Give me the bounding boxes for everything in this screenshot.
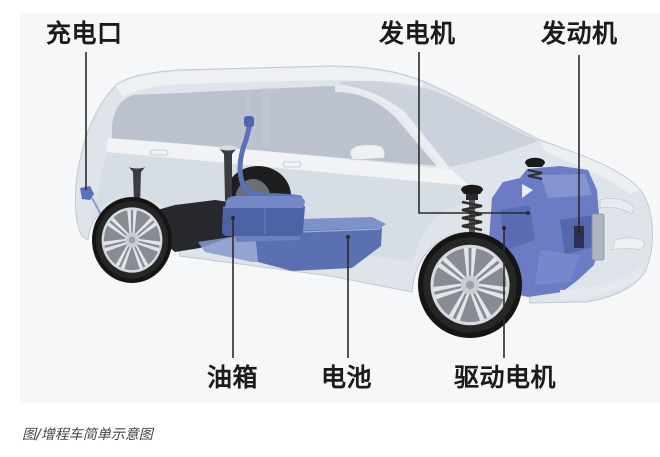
figure-caption: 图/增程车简单示意图 xyxy=(22,427,153,443)
front-bumper xyxy=(560,198,646,300)
hood-highlight xyxy=(540,141,640,194)
front-strut xyxy=(461,157,545,240)
label-charging-port: 充电口 xyxy=(46,19,123,48)
a-pillar xyxy=(335,86,450,170)
b-pillar xyxy=(262,88,270,148)
rear-door-handle xyxy=(149,149,169,156)
side-mirror xyxy=(349,144,386,161)
rear-wheel xyxy=(92,197,172,283)
leader-line-generator xyxy=(418,52,528,214)
front-door-handle xyxy=(282,161,302,168)
roof-spoiler-highlight xyxy=(116,67,424,97)
leader-dots xyxy=(231,211,581,239)
label-generator: 发电机 xyxy=(379,19,456,48)
label-drive-motor: 驱动电机 xyxy=(454,363,557,392)
leader-lines xyxy=(85,52,580,358)
label-engine: 发动机 xyxy=(541,19,618,48)
label-fuel-tank: 油箱 xyxy=(207,363,259,392)
front-wheel xyxy=(418,232,522,338)
fuel-tank-component xyxy=(222,196,305,236)
label-battery: 电池 xyxy=(321,363,373,392)
